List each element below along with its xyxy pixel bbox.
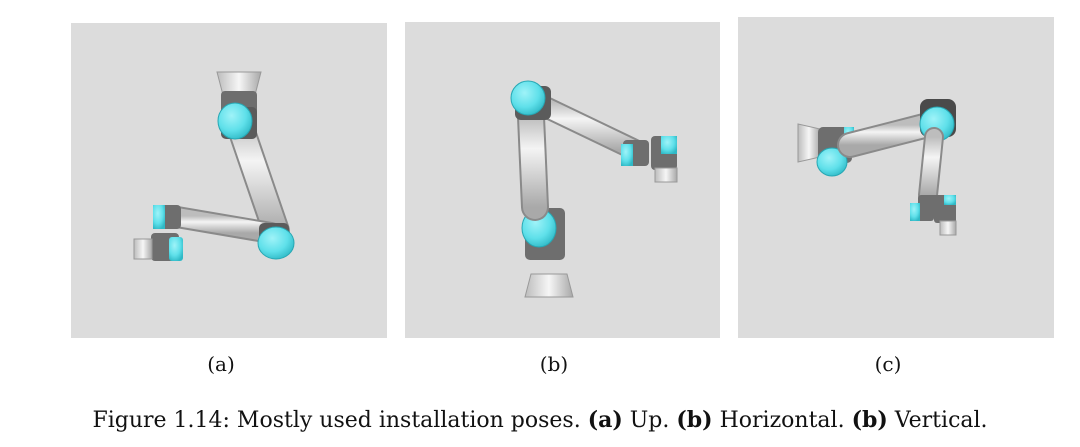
figure-caption: Figure 1.14: Mostly used installation po… bbox=[0, 407, 1080, 433]
caption-text-c: Vertical. bbox=[894, 408, 988, 433]
caption-text-a: Up. bbox=[629, 408, 670, 433]
caption-prefix: Figure 1.14: Mostly used installation po… bbox=[92, 408, 581, 433]
robot-arm-horizontal-pose bbox=[510, 80, 678, 298]
subfigure-a-image bbox=[71, 23, 387, 338]
caption-tag-a: (a) bbox=[587, 407, 623, 433]
subfigure-label-b: (b) bbox=[539, 352, 569, 376]
subfigure-label-a: (a) bbox=[207, 352, 235, 376]
caption-tag-c: (b) bbox=[851, 407, 888, 433]
subfigure-b-image bbox=[405, 22, 720, 338]
subfigure-c-image bbox=[738, 17, 1054, 338]
caption-text-b: Horizontal. bbox=[719, 408, 845, 433]
robot-arm-vertical-pose bbox=[797, 99, 957, 236]
caption-tag-b: (b) bbox=[676, 407, 713, 433]
robot-arm-up-pose bbox=[133, 71, 295, 261]
subfigure-label-c: (c) bbox=[874, 352, 902, 376]
